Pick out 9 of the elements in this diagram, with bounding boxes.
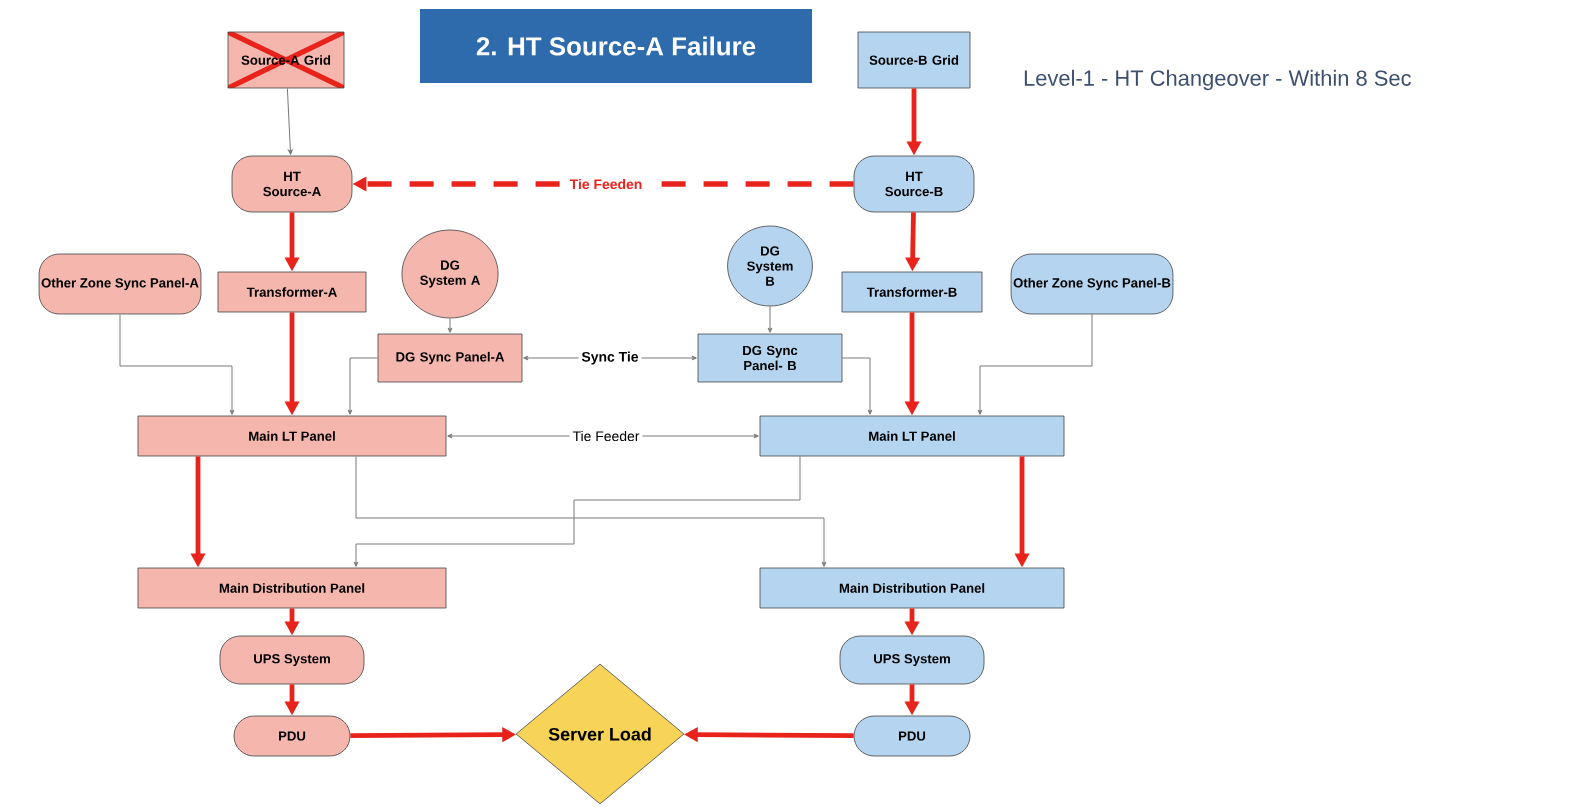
arrow xyxy=(447,317,453,333)
arrow xyxy=(347,357,379,415)
arrow xyxy=(119,313,235,415)
arrow xyxy=(977,313,1093,415)
arrow xyxy=(841,357,873,415)
subtitle: Level-1 - HT Changeover - Within 8 Sec xyxy=(1024,69,1411,91)
title-box: 2. HT Source-A Failure xyxy=(420,9,812,83)
arrow xyxy=(767,305,773,333)
arrow xyxy=(286,87,293,155)
